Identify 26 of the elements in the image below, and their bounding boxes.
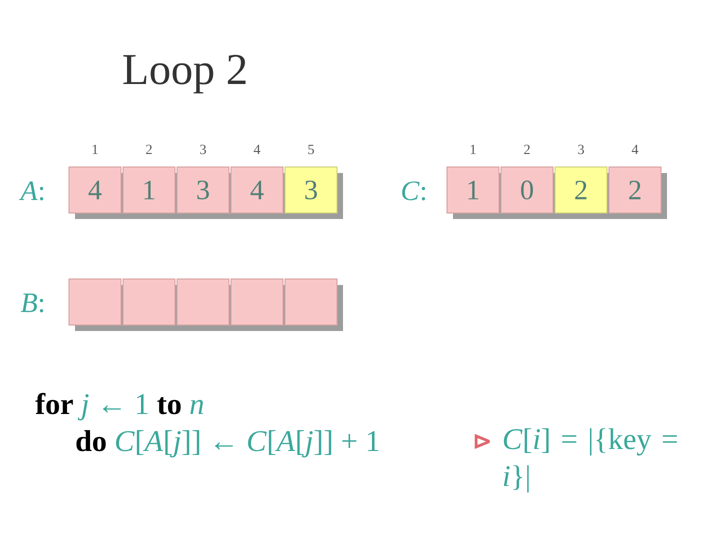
- index-number: 5: [308, 144, 314, 154]
- index-number: 3: [578, 144, 584, 154]
- array-cell: 2: [554, 166, 608, 214]
- index-number: 4: [254, 144, 260, 154]
- index-number: 4: [632, 144, 638, 154]
- comment-marker: ⊳: [474, 434, 490, 450]
- pseudocode-line: for j ← 1 to n: [35, 392, 204, 420]
- array-label: A:: [18, 182, 44, 200]
- array-cell: 3: [176, 166, 230, 214]
- index-number: 1: [92, 144, 98, 154]
- array-cell: 4: [230, 166, 284, 214]
- index-number: 3: [200, 144, 206, 154]
- array-cell: 3: [284, 166, 338, 214]
- index-number: 2: [146, 144, 152, 154]
- index-number: 1: [470, 144, 476, 154]
- array-cell: 4: [68, 166, 122, 214]
- title: Loop 2: [123, 54, 246, 94]
- array-cell: 1: [446, 166, 500, 214]
- pseudocode-line: do C[A[j]] ← C[A[j]] + 1: [76, 430, 378, 458]
- index-number: 2: [524, 144, 530, 154]
- array-cell: 1: [122, 166, 176, 214]
- array-label: C:: [402, 181, 426, 200]
- comment-text: C[i] = |{key = i}|: [504, 428, 677, 492]
- array-cell: 2: [608, 166, 662, 214]
- array-cell: 0: [500, 166, 554, 214]
- array-label: B:: [20, 294, 44, 312]
